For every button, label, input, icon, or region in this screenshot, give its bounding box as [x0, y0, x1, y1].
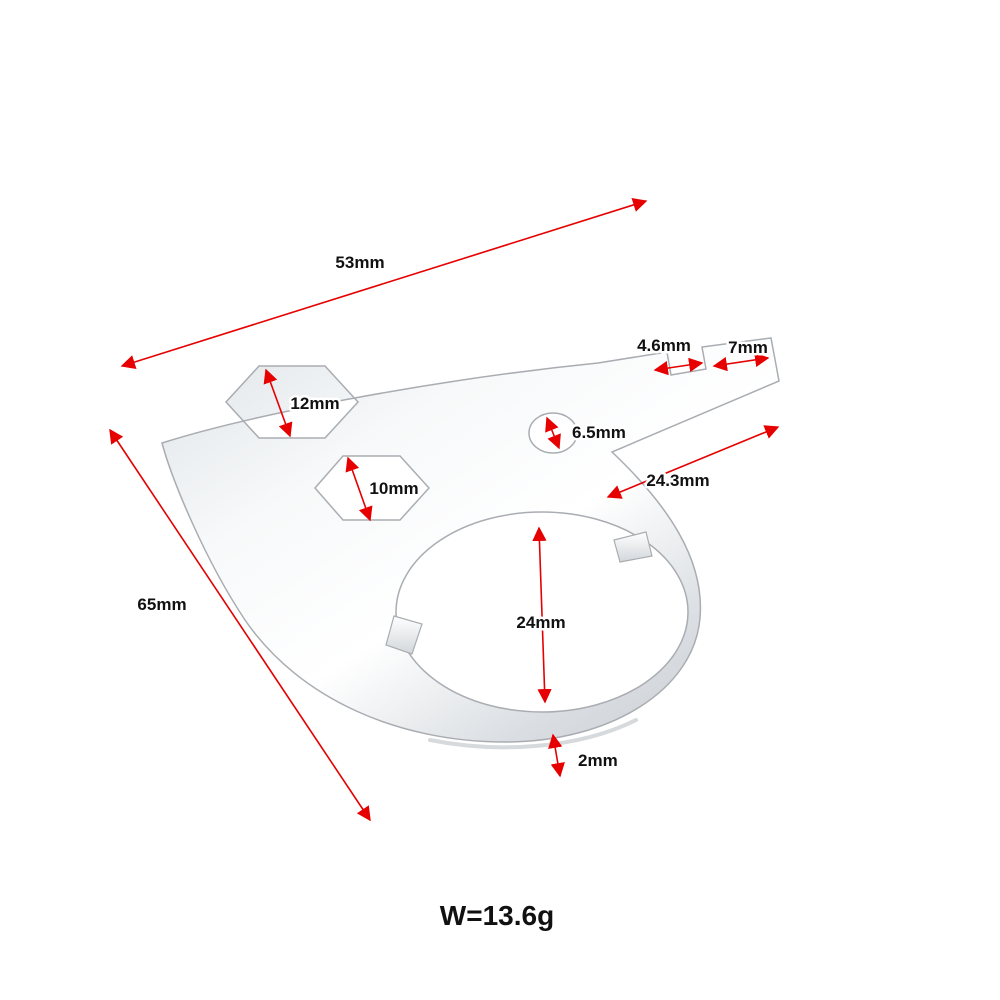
dimension-big-opening: 24mm: [514, 526, 568, 704]
dimension-label-24-3mm: 24.3mm: [646, 471, 709, 490]
dimension-line-6-5mm: [545, 416, 561, 450]
dimension-label-2mm: 2mm: [578, 751, 618, 770]
dimension-line-65mm: [109, 428, 371, 822]
dimension-tab: 7mm: [712, 336, 770, 372]
dimension-label-65mm: 65mm: [137, 595, 186, 614]
dimension-overall-length: 65mm: [109, 428, 371, 822]
dimension-arm-length: 24.3mm: [606, 425, 780, 499]
dimension-line-24-3mm: [606, 425, 780, 499]
wrench-tool: [161, 337, 780, 750]
tool-bottom-edge: [428, 718, 638, 750]
dimension-line-4-6mm: [653, 357, 704, 376]
dimension-overall-width: 53mm: [120, 198, 648, 369]
dimension-hex-large: 12mm: [263, 368, 342, 438]
dimension-line-7mm: [712, 352, 770, 372]
weight-label: W=13.6g: [440, 900, 554, 931]
dimension-label-7mm: 7mm: [728, 338, 768, 357]
wrench-body: [161, 337, 780, 743]
dimension-label-10mm: 10mm: [369, 479, 418, 498]
dimension-hex-small: 10mm: [345, 456, 421, 522]
dimension-line-53mm: [120, 198, 648, 369]
opening-tab-right: [613, 531, 653, 563]
dimension-thickness: 2mm: [548, 733, 620, 778]
dimension-label-24mm: 24mm: [516, 613, 565, 632]
dimension-line-12mm: [263, 368, 293, 438]
dimension-label-53mm: 53mm: [335, 253, 384, 272]
dimension-line-24mm: [532, 526, 552, 704]
dimension-label-6-5mm: 6.5mm: [572, 423, 626, 442]
dimension-line-10mm: [345, 456, 373, 522]
dimension-line-2mm: [548, 733, 565, 778]
opening-tab-left: [385, 615, 423, 655]
dimension-notch: 4.6mm: [635, 334, 704, 376]
dimension-label-4-6mm: 4.6mm: [637, 336, 691, 355]
dimension-label-12mm: 12mm: [290, 394, 339, 413]
